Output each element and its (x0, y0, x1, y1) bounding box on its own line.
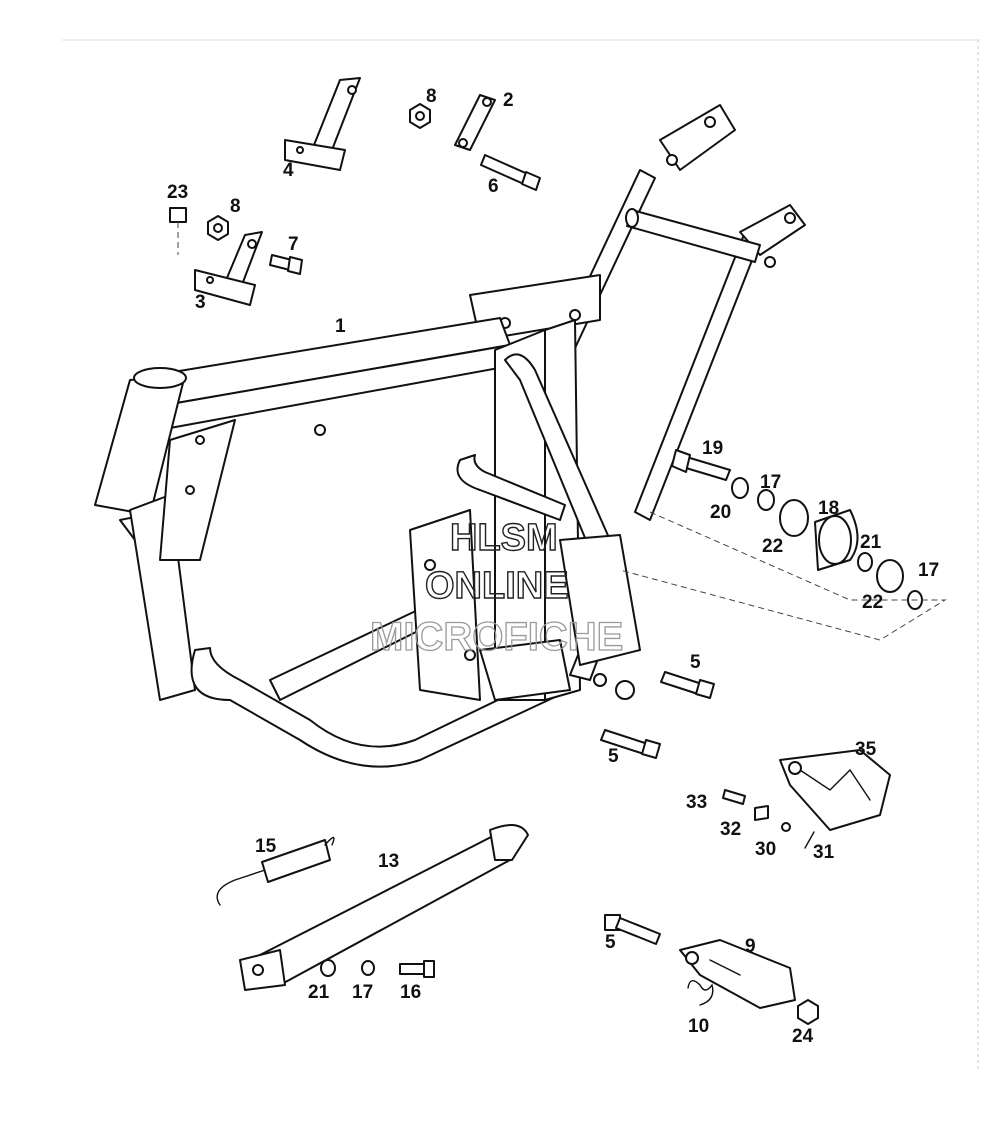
callout-1: 1 (335, 316, 346, 337)
pivot-hardware (619, 449, 947, 641)
callout-5c: 5 (605, 932, 616, 953)
bracket-4 (284, 77, 361, 171)
watermark-line1: HLSM (450, 517, 558, 559)
spring-32 (754, 805, 769, 821)
bolt-16 (399, 960, 435, 978)
plate-2 (454, 94, 496, 151)
frame (94, 104, 806, 768)
bolt-5c (604, 914, 661, 945)
callout-7: 7 (288, 234, 299, 255)
callout-30: 30 (755, 839, 776, 860)
bolt-6 (480, 154, 541, 191)
clip-17c (361, 960, 375, 976)
callout-17a: 17 (352, 982, 373, 1003)
callout-21b: 21 (308, 982, 330, 1003)
callout-17b: 17 (760, 472, 781, 493)
callout-32: 32 (720, 819, 741, 840)
callout-2: 2 (503, 90, 514, 111)
spring-15 (216, 836, 335, 906)
callout-35: 35 (855, 739, 877, 760)
callout-3: 3 (195, 292, 206, 313)
footpeg-9 (679, 939, 796, 1009)
pin-33 (722, 789, 746, 805)
callout-17c: 17 (918, 560, 939, 581)
callout-23: 23 (167, 182, 188, 203)
callout-10: 10 (688, 1016, 709, 1037)
clip-31 (804, 831, 815, 849)
bolt-5a (660, 671, 715, 699)
callout-15: 15 (255, 836, 277, 857)
callout-9: 9 (745, 936, 756, 957)
watermark-line3: MICROFICHE (370, 615, 623, 659)
callout-5b: 5 (608, 746, 619, 767)
callout-33: 33 (686, 792, 707, 813)
callout-19: 19 (702, 438, 723, 459)
callout-18: 18 (818, 498, 839, 519)
callout-4: 4 (283, 160, 294, 181)
callout-6: 6 (488, 176, 499, 197)
spacer-21b (320, 959, 336, 977)
spring-10 (687, 980, 714, 1006)
bolt-7 (269, 254, 303, 275)
callout-31: 31 (813, 842, 835, 863)
bolt-5b (600, 729, 661, 759)
callout-13: 13 (378, 851, 399, 872)
watermark-line2: ONLINE (425, 565, 569, 607)
bracket-3 (194, 231, 263, 306)
callout-20: 20 (710, 502, 731, 523)
callout-16: 16 (400, 982, 421, 1003)
bolt-23 (169, 207, 187, 255)
callout-24: 24 (792, 1026, 814, 1047)
callout-22b: 22 (862, 592, 883, 613)
callout-8a: 8 (426, 86, 437, 107)
footpeg-35 (779, 749, 891, 831)
callout-8b: 8 (230, 196, 241, 217)
callout-21a: 21 (860, 532, 882, 553)
sidestand-13 (239, 824, 529, 991)
washer-30 (781, 822, 791, 832)
callout-22a: 22 (762, 536, 783, 557)
nut-24 (797, 999, 819, 1025)
callout-5a: 5 (690, 652, 701, 673)
